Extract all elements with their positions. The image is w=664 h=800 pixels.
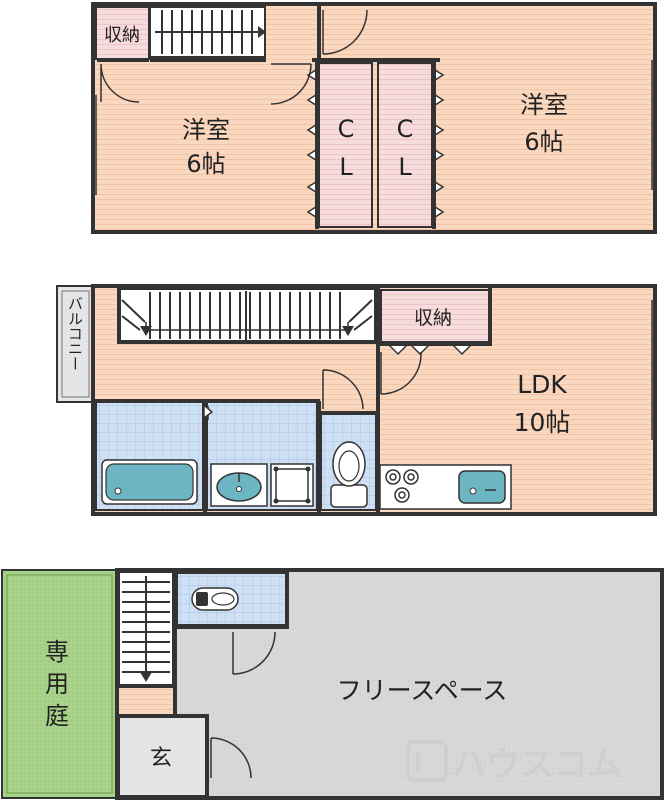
toilet bbox=[330, 484, 368, 508]
floor3-right-room-size: 6帖 bbox=[524, 128, 563, 156]
balcony bbox=[56, 285, 95, 403]
ldk-name: LDK bbox=[517, 370, 567, 399]
floor2-storage-door-markers bbox=[386, 343, 474, 356]
closet-a-letter-1: C bbox=[338, 115, 355, 143]
floor2-storage-label: 収納 bbox=[414, 307, 452, 329]
floor3-doors bbox=[100, 9, 368, 105]
floor3-stairs bbox=[149, 6, 266, 58]
hall-floor bbox=[119, 686, 173, 716]
closet-b bbox=[377, 62, 433, 228]
watermark-text: ハウスコム bbox=[452, 745, 622, 785]
free-space-label: フリースペース bbox=[337, 676, 508, 705]
floor2-storage bbox=[380, 289, 490, 343]
floor3-storage bbox=[95, 6, 150, 60]
floor2-doors bbox=[203, 351, 422, 420]
garden-label-2: 用 bbox=[45, 670, 69, 698]
floor-2: バルコニー bbox=[56, 284, 657, 516]
garden-label-3: 庭 bbox=[45, 702, 69, 730]
balcony-label: バルコニー bbox=[66, 296, 84, 371]
closet-a bbox=[318, 62, 373, 228]
closet-b-letter-2: L bbox=[398, 153, 412, 181]
entrance-label: 玄 bbox=[150, 746, 172, 771]
floor3-left-room-name: 洋室 bbox=[182, 116, 230, 144]
floor-1: 専 用 庭 フリースペース 玄 ハウスコム bbox=[1, 568, 664, 800]
floor3-windows bbox=[95, 60, 653, 195]
floor-3: 収納 洋室 6帖 洋室 6帖 C L C L bbox=[91, 2, 657, 234]
washing-machine-space bbox=[270, 463, 314, 507]
closet-b-letter-1: C bbox=[397, 115, 414, 143]
ldk-size: 10帖 bbox=[514, 408, 571, 437]
floor1-doors bbox=[210, 631, 276, 779]
kitchen-sink bbox=[458, 470, 506, 504]
watermark-logo: ハウスコム bbox=[406, 740, 622, 785]
floor3-walls bbox=[91, 2, 657, 234]
floor3-storage-label: 収納 bbox=[104, 25, 140, 46]
floor2-walls bbox=[91, 284, 657, 516]
closet-a-letter-2: L bbox=[339, 153, 353, 181]
floor3-left-room-size: 6帖 bbox=[186, 150, 225, 178]
floor1-stairs bbox=[118, 571, 174, 687]
stove bbox=[385, 469, 419, 503]
floor3-right-room-name: 洋室 bbox=[520, 91, 568, 119]
floor1-walls bbox=[115, 568, 664, 800]
garden-label-1: 専 bbox=[45, 638, 69, 666]
floor2-stairs bbox=[118, 288, 376, 342]
